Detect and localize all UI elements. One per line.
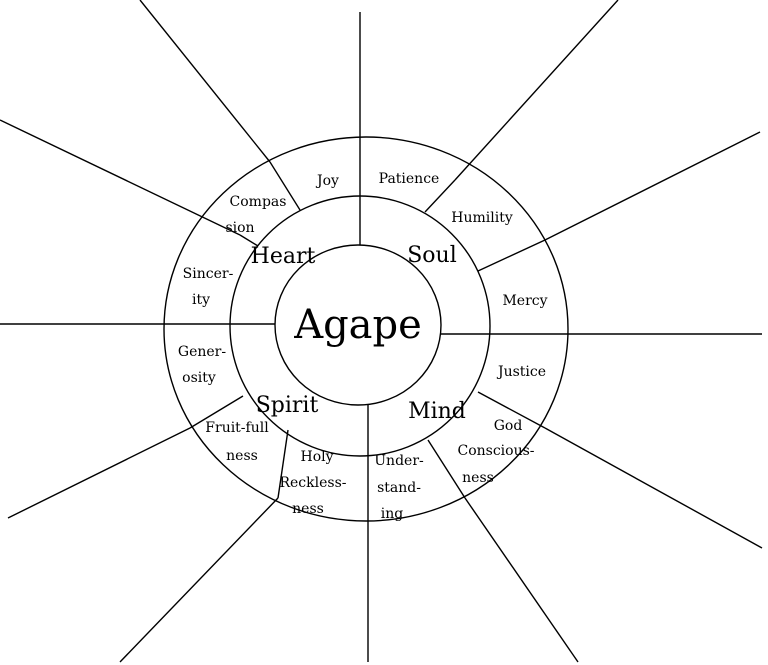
- quadrant-spirit: Spirit: [256, 393, 319, 418]
- quadrant-soul: Soul: [407, 243, 457, 268]
- spoke-lower-right-steep: [464, 497, 579, 663]
- quadrant-mind: Mind: [408, 399, 466, 424]
- outer-ring: [163, 136, 569, 522]
- spoke-upper-right-steep: [454, 0, 619, 181]
- virtue-understanding-line3: ing: [381, 506, 403, 522]
- virtue-sincerity-line1: Sincer-: [183, 266, 234, 282]
- divider-holy-fruitfulness: [277, 429, 289, 499]
- spoke-lower-left-steep: [119, 497, 279, 663]
- spoke-upper-left: [0, 119, 241, 236]
- virtue-justice: Justice: [496, 364, 546, 380]
- spoke-lower-right: [544, 427, 763, 549]
- virtue-holy-recklessness-line3: ness: [292, 501, 324, 517]
- divider-humility-mercy: [477, 239, 546, 272]
- virtue-patience: Patience: [379, 171, 440, 187]
- virtue-joy: Joy: [315, 173, 339, 189]
- divider-patience-humility: [424, 179, 456, 213]
- virtue-generosity-line1: Gener-: [178, 344, 226, 360]
- virtue-compassion-line2: sion: [225, 220, 254, 236]
- spoke-lower-left: [7, 427, 191, 519]
- divider-justice-god: [477, 391, 546, 429]
- virtue-sincerity-line2: ity: [192, 292, 210, 308]
- virtue-compassion-line1: Compas: [230, 194, 287, 210]
- virtue-holy-recklessness-line2: Reckless-: [279, 475, 346, 491]
- spoke-upper-left-steep: [139, 0, 271, 163]
- center-label: Agape: [293, 302, 422, 348]
- virtue-fruitfulness-line1: Fruit-full: [205, 420, 269, 436]
- virtue-fruitfulness-line2: ness: [226, 448, 258, 464]
- divider-fruitfulness-generosity: [189, 395, 244, 429]
- virtue-understanding-line1: Under-: [374, 453, 424, 469]
- divider-joy-compassion: [269, 161, 301, 211]
- divider-sincerity-compassion: [239, 234, 259, 247]
- spoke-upper-right: [544, 131, 761, 241]
- virtue-generosity-line2: osity: [182, 370, 216, 386]
- inner-ring: [274, 244, 442, 406]
- virtue-understanding-line2: stand-: [377, 480, 421, 496]
- virtue-god-consciousness-line1: God: [494, 418, 523, 434]
- virtue-mercy: Mercy: [502, 293, 547, 309]
- divider-god-understanding: [427, 439, 466, 499]
- virtue-god-consciousness-line2: Conscious-: [457, 443, 534, 459]
- virtue-humility: Humility: [451, 210, 513, 226]
- virtue-god-consciousness-line3: ness: [462, 470, 494, 486]
- quadrant-heart: Heart: [251, 244, 316, 269]
- virtue-holy-recklessness-line1: Holy: [300, 449, 333, 465]
